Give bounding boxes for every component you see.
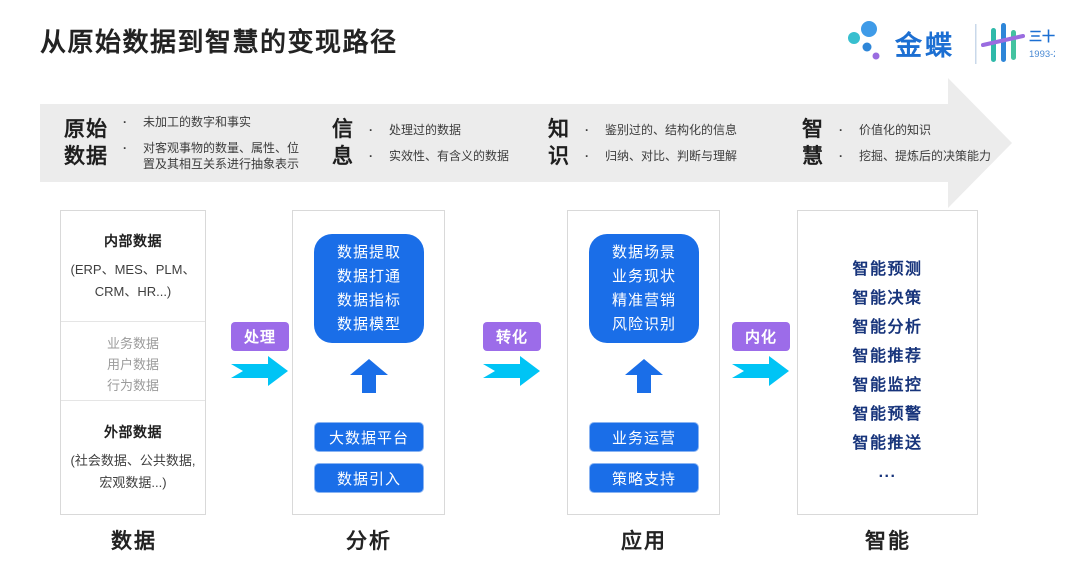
internal-data-section: 内部数据 (ERP、MES、PLM、 CRM、HR...) — [61, 211, 205, 322]
analysis-column: 数据提取 数据打通 数据指标 数据模型 大数据平台 数据引入 — [292, 210, 445, 515]
logo-divider — [975, 24, 977, 64]
list-item: 智能预测 — [852, 261, 923, 278]
list-item: 智能决策 — [852, 290, 923, 307]
connector-internalize: 内化 — [728, 322, 794, 392]
bullet-item: 实效性、有含义的数据 — [369, 148, 541, 164]
list-item: 智能推送 — [852, 435, 923, 452]
connector-transform: 转化 — [479, 322, 545, 392]
data-types-section: 业务数据 用户数据 行为数据 — [61, 322, 205, 401]
section-heading: 外部数据 — [104, 424, 162, 440]
right-arrow-icon — [732, 356, 789, 386]
connector-label: 内化 — [731, 322, 790, 351]
list-item: 智能预警 — [852, 406, 923, 423]
stage-raw-data: 原始 数据 未加工的数字和事实 对客观事物的数量、属性、位置及其相互关系进行抽象… — [64, 100, 303, 186]
bullet-item: 归纳、对比、判断与理解 — [585, 148, 773, 164]
stage-wisdom: 智 慧 价值化的知识 挖掘、提炼后的决策能力 — [802, 100, 1011, 186]
kingdee-logo: 金蝶 三十周年 1993-2023 — [848, 21, 1055, 64]
footer-data: 数据 — [111, 530, 157, 553]
anniversary-years: 1993-2023 — [1029, 49, 1055, 60]
list-item: 用户数据 — [106, 357, 159, 372]
up-arrow-icon — [624, 359, 663, 393]
stage-knowledge: 知 识 鉴别过的、结构化的信息 归纳、对比、判断与理解 — [548, 100, 773, 186]
footer-intelligence: 智能 — [865, 530, 911, 553]
connector-label: 处理 — [230, 322, 289, 351]
connector-label: 转化 — [482, 322, 541, 351]
list-item: 智能分析 — [852, 319, 923, 336]
stage-information: 信 息 处理过的数据 实效性、有含义的数据 — [332, 100, 541, 186]
strategy-support-button: 策略支持 — [589, 463, 699, 493]
stage-label: 智 慧 — [802, 118, 824, 168]
bullet-item: 挖掘、提炼后的决策能力 — [839, 148, 1011, 164]
list-item: 业务数据 — [106, 336, 159, 351]
banner-arrow — [40, 78, 1012, 208]
anniversary-mark-icon — [981, 23, 1025, 62]
application-column: 数据场景 业务现状 精准营销 风险识别 业务运营 策略支持 — [567, 210, 720, 515]
stage-label: 知 识 — [548, 118, 570, 168]
application-card: 数据场景 业务现状 精准营销 风险识别 — [589, 234, 699, 343]
ellipsis-item: ... — [878, 464, 897, 481]
right-arrow-icon — [483, 356, 540, 386]
anniversary-label: 三十周年 — [1029, 29, 1055, 44]
business-operation-button: 业务运营 — [589, 422, 699, 452]
bullet-item: 鉴别过的、结构化的信息 — [585, 122, 773, 138]
data-sources-column: 内部数据 (ERP、MES、PLM、 CRM、HR...) 业务数据 用户数据 … — [60, 210, 206, 515]
footer-analysis: 分析 — [346, 530, 392, 553]
intelligence-column: 智能预测 智能决策 智能分析 智能推荐 智能监控 智能预警 智能推送 ... — [797, 210, 978, 515]
brand-dots-icon — [848, 21, 880, 60]
right-arrow-icon — [231, 356, 288, 386]
bullet-item: 对客观事物的数量、属性、位置及其相互关系进行抽象表示 — [123, 140, 303, 172]
bullet-item: 价值化的知识 — [839, 122, 1011, 138]
list-item: 智能监控 — [852, 377, 923, 394]
analysis-card: 数据提取 数据打通 数据指标 数据模型 — [314, 234, 424, 343]
up-arrow-icon — [349, 359, 388, 393]
data-import-button: 数据引入 — [314, 463, 424, 493]
bullet-item: 处理过的数据 — [369, 122, 541, 138]
list-item: 行为数据 — [106, 378, 159, 393]
stage-label: 信 息 — [332, 118, 354, 168]
banner-content: 原始 数据 未加工的数字和事实 对客观事物的数量、属性、位置及其相互关系进行抽象… — [40, 100, 991, 186]
stage-label: 原始 数据 — [64, 118, 108, 168]
connector-process: 处理 — [227, 322, 293, 392]
external-data-section: 外部数据 (社会数据、公共数据, 宏观数据...) — [61, 401, 205, 494]
big-data-platform-button: 大数据平台 — [314, 422, 424, 452]
list-item: 智能推荐 — [852, 348, 923, 365]
section-heading: 内部数据 — [104, 233, 162, 249]
bullet-item: 未加工的数字和事实 — [123, 114, 303, 130]
page-title: 从原始数据到智慧的变现路径 — [40, 27, 398, 57]
footer-application: 应用 — [621, 530, 667, 553]
brand-name: 金蝶 — [894, 30, 955, 61]
